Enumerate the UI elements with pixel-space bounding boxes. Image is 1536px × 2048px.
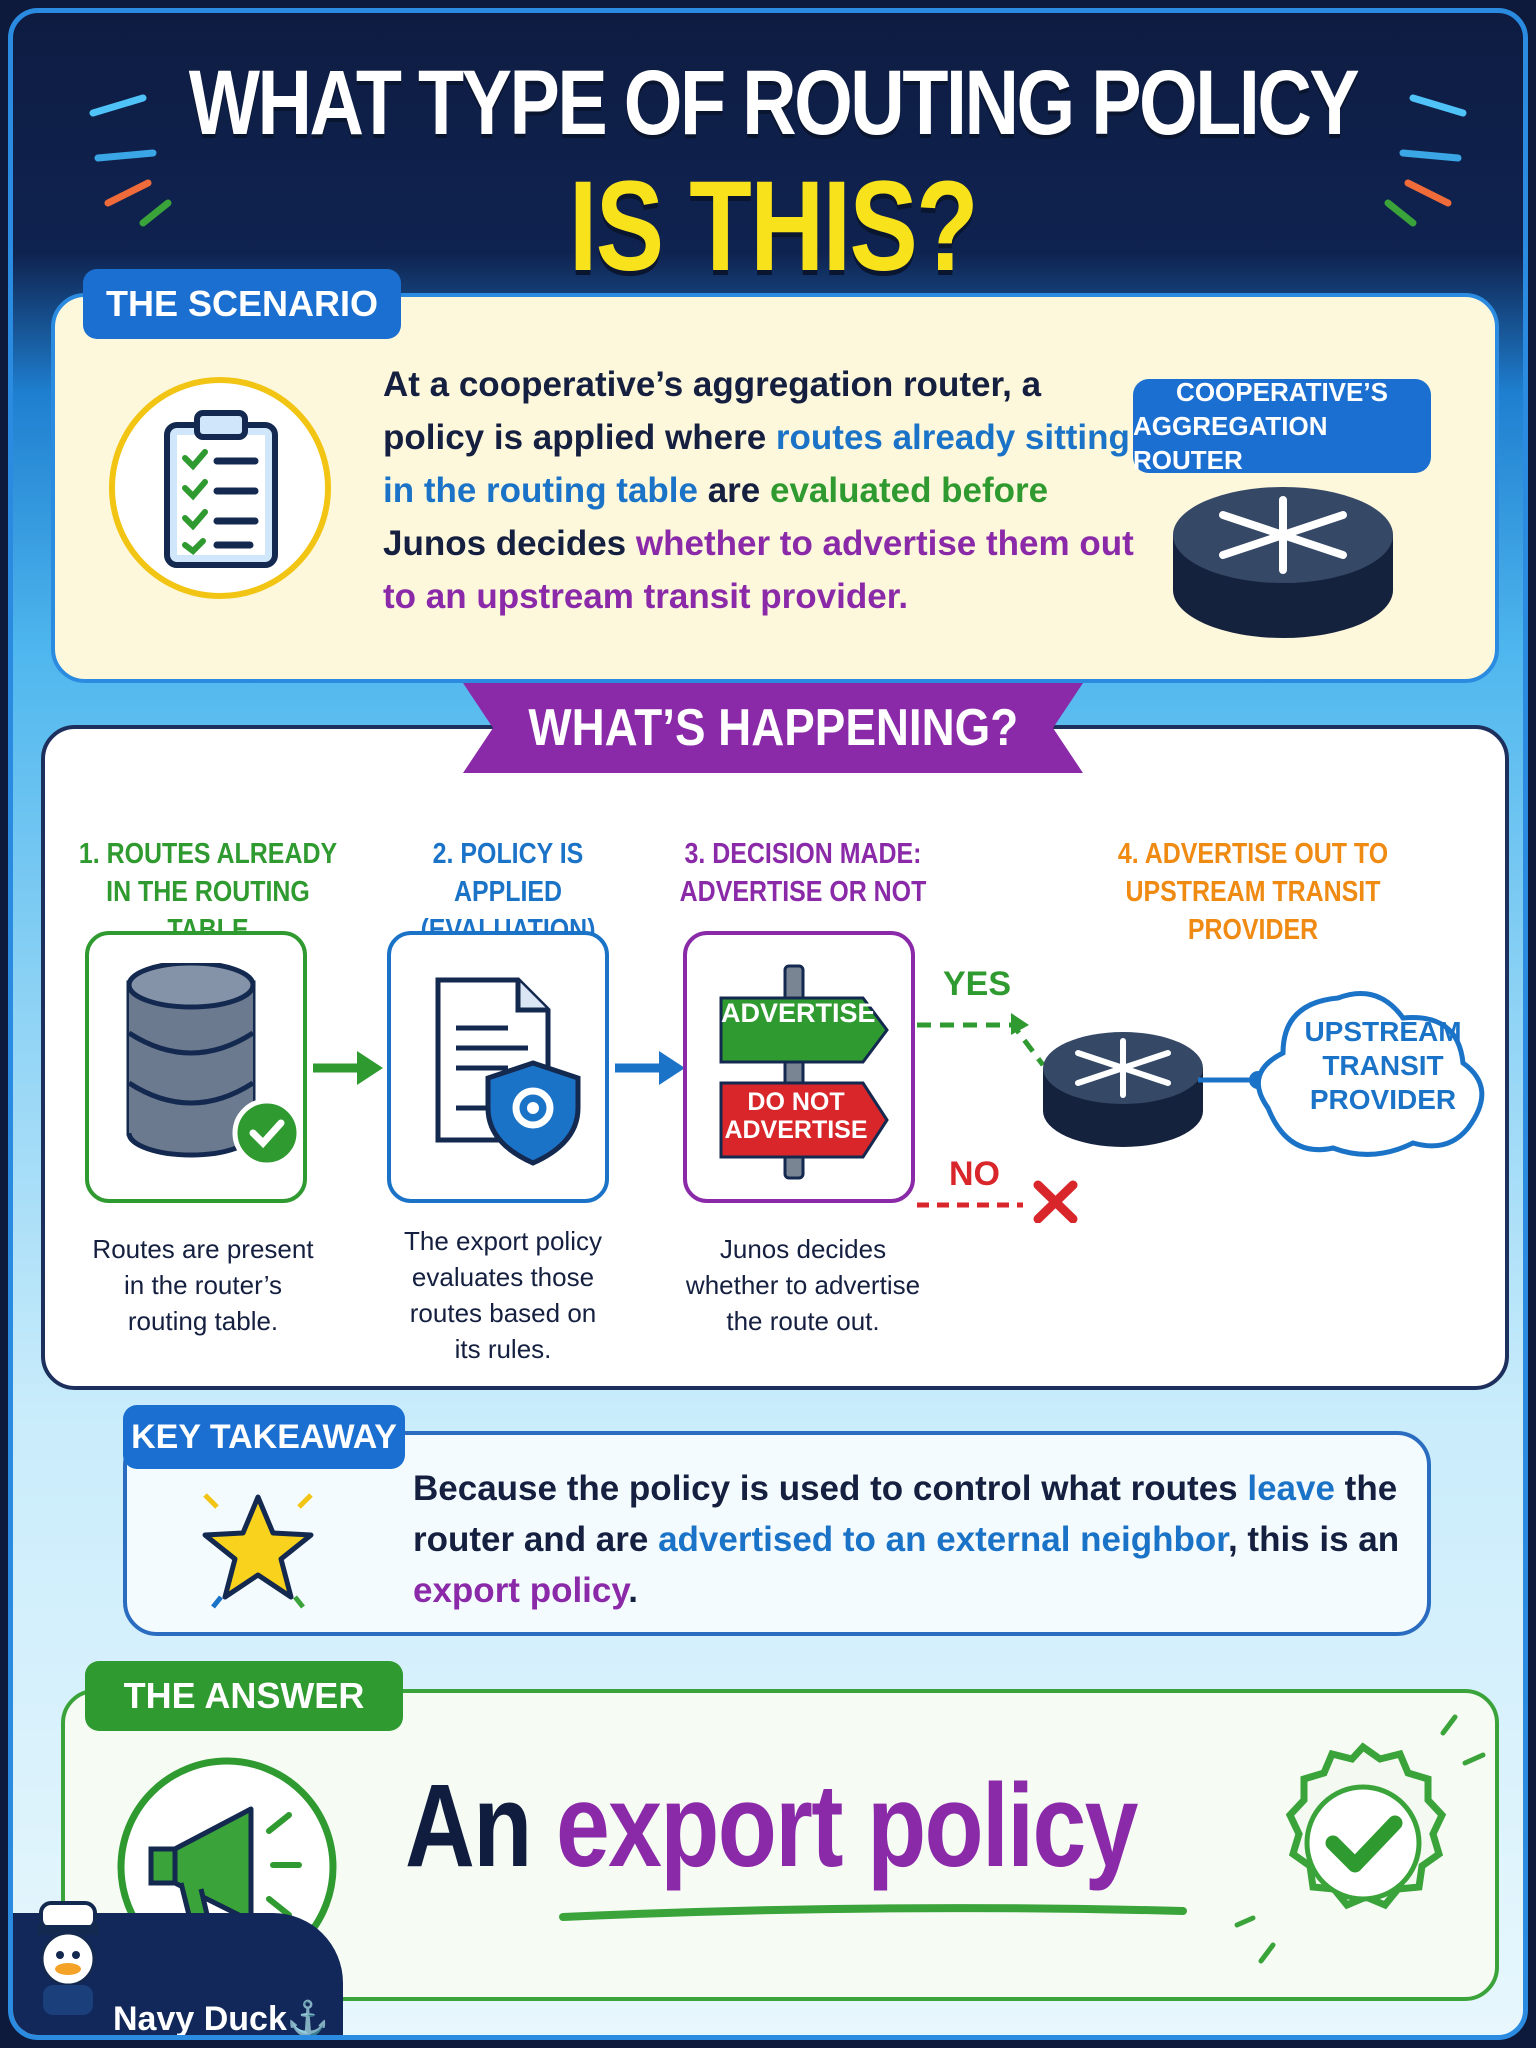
anchor-icon: ⚓ [286,2000,330,2038]
cloud-label: UPSTREAM TRANSIT PROVIDER [1283,1015,1483,1117]
cloud-icon [1198,991,1485,1157]
scenario-run: routes already sitting in the routing ta… [383,418,1130,510]
title-line-2: IS THIS? [568,155,979,298]
upstream-router-icon [1043,1032,1203,1147]
policy-document-icon [435,977,581,1166]
scenario-run: are [697,471,770,510]
scenario-run: whether to advertise them out to an upst… [383,524,1134,616]
key-run: the router and are [413,1469,1398,1559]
step-3-heading-line-2: ADVERTISE OR NOT [679,876,927,908]
answer-prefix: An [405,1760,556,1892]
step-2-heading-line-1: 2. POLICY IS APPLIED [432,838,584,908]
cloud-label-line-2: TRANSIT [1322,1050,1444,1081]
step-3-description: Junos decides whether to advertise the r… [663,1231,943,1339]
step-4-heading-line-2: UPSTREAM TRANSIT PROVIDER [1125,876,1381,946]
key-takeaway-text: Because the policy is used to control wh… [413,1463,1413,1616]
step-2-desc-line: routes based on [409,1298,597,1328]
step-2-desc-line: evaluates those [411,1262,595,1292]
step-1-desc-line: Routes are present [92,1234,314,1264]
happening-tag: WHAT’S HAPPENING? [423,673,1123,783]
scenario-run: evaluated before [769,471,1049,510]
key-run: export policy [413,1571,629,1610]
happening-tag-text: WHAT’S HAPPENING? [528,699,1018,757]
step-2-description: The export policy evaluates those routes… [363,1223,643,1367]
step-3-desc-line: the route out. [726,1306,880,1336]
step-3-heading-line-1: 3. DECISION MADE: [684,838,922,870]
brand-text: Navy Duck [113,2000,287,2038]
sparkle-right-icon [1384,94,1467,227]
clipboard-icon [109,377,331,599]
router-icon [1173,487,1393,638]
key-run: Because the policy is used to control wh… [413,1469,1248,1508]
cloud-label-line-1: UPSTREAM [1304,1016,1462,1047]
step-2-desc-line: its rules. [454,1334,552,1364]
sparkle-left-icon [89,94,172,227]
decision-paths [917,1013,1078,1223]
router-label-line-1: COOPERATIVE’S [1176,377,1388,407]
step-4-heading-line-1: 4. ADVERTISE OUT TO [1117,838,1389,870]
step-3-heading: 3. DECISION MADE: ADVERTISE OR NOT [678,835,927,911]
key-run: , this is an [1227,1520,1400,1559]
happening-ribbon [463,683,1083,773]
step-1-heading-line-1: 1. ROUTES ALREADY [78,838,338,870]
answer-underline [559,1904,1187,1921]
sign-advertise: ADVERTISE [721,998,876,1028]
sign-do-not-line-2: ADVERTISE [724,1116,868,1144]
no-label: NO [949,1155,1000,1193]
key-run: advertised to an external neighbor [658,1520,1228,1559]
answer-tag: THE ANSWER [85,1661,403,1731]
star-icon [202,1493,314,1609]
arrow-1-icon [313,1051,383,1085]
title-line-1: WHAT TYPE OF ROUTING POLICY [188,52,1360,154]
brand-name: Navy Duck⚓ [113,1999,330,2038]
scenario-run: a policy is applied where [383,365,1042,457]
scenario-tag: THE SCENARIO [83,269,401,339]
database-icon [126,963,302,1168]
arrow-2-icon [615,1051,685,1085]
key-run: . [628,1571,638,1610]
infographic-frame: WHAT TYPE OF ROUTING POLICY IS THIS? THE… [8,8,1528,2040]
scenario-text: At a cooperative’s aggregation router, a… [383,358,1143,623]
scenario-run: Junos decides [383,524,636,563]
duck-mascot-icon [37,1901,99,2015]
sign-do-not-advertise: DO NOT ADVERTISE [721,1088,871,1144]
step-3-desc-line: whether to advertise [685,1270,921,1300]
step-1-desc-line: in the router’s [123,1270,283,1300]
key-takeaway-tag: KEY TAKEAWAY [123,1405,405,1469]
router-label-line-2: AGGREGATION ROUTER [1133,411,1328,475]
yes-label: YES [943,965,1012,1003]
key-run: leave [1247,1469,1335,1508]
scenario-run: At a cooperative’s aggregation router, [383,365,1012,404]
step-1-desc-line: routing table. [127,1306,279,1336]
answer-text: An export policy [405,1758,1139,1894]
check-badge-icon [1234,1714,1486,1964]
router-label: COOPERATIVE’S AGGREGATION ROUTER [1133,377,1431,475]
step-1-heading: 1. ROUTES ALREADY IN THE ROUTING TABLE [75,835,342,949]
step-3-desc-line: Junos decides [719,1234,887,1264]
answer-main: export policy [555,1760,1139,1892]
step-2-desc-line: The export policy [404,1226,602,1256]
cloud-label-line-3: PROVIDER [1309,1084,1457,1115]
step-4-heading: 4. ADVERTISE OUT TO UPSTREAM TRANSIT PRO… [1081,835,1425,949]
step-1-description: Routes are present in the router’s routi… [63,1231,343,1339]
sign-do-not-line-1: DO NOT [747,1088,845,1116]
signpost-icon [719,964,889,1180]
